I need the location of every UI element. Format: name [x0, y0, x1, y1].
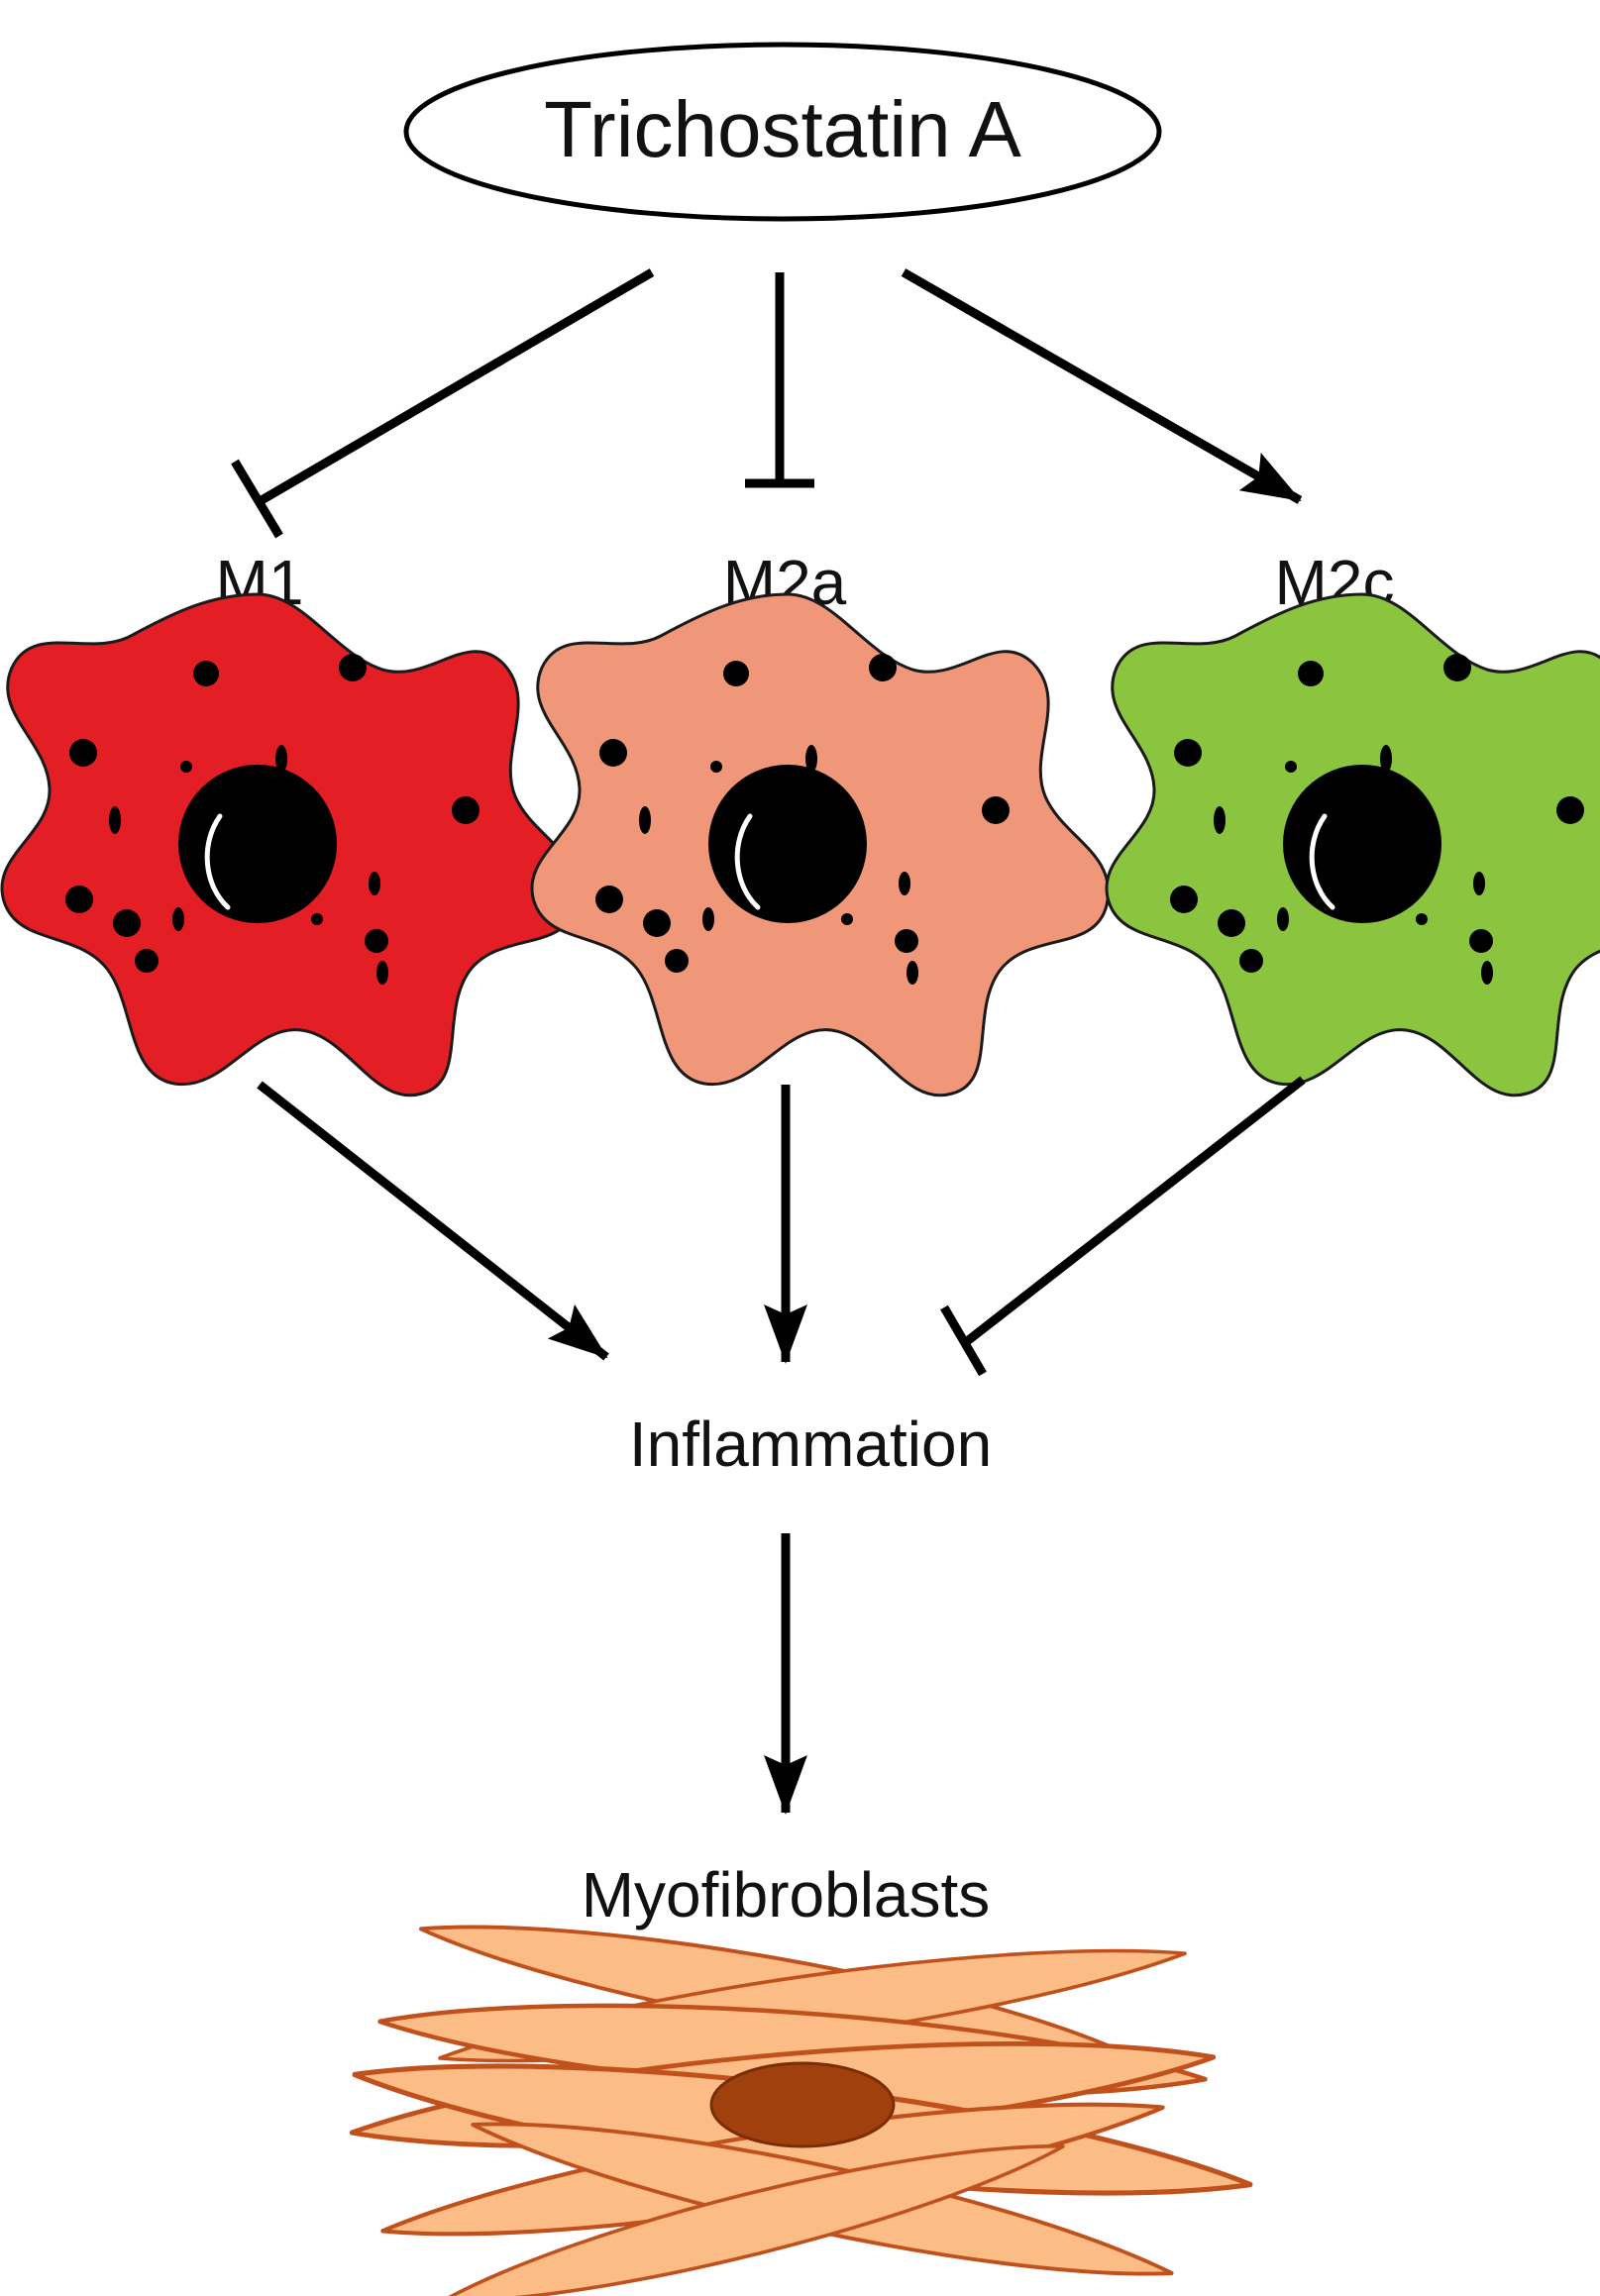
myofibroblast-nucleus: [709, 2061, 896, 2148]
m2c-macrophage-cell: [1107, 594, 1600, 1096]
edge-tsa-m2a: [745, 272, 814, 488]
m1-macrophage-cell: [2, 594, 579, 1096]
m2a-macrophage-cell: [532, 594, 1109, 1096]
trichostatin-a-node: Trichostatin A: [403, 42, 1162, 222]
edge-m1-inflammation: [257, 1081, 609, 1361]
edge-m2c-inflammation: [940, 1076, 1306, 1377]
myofibroblast-cluster: [348, 1894, 1256, 2296]
trichostatin-a-label: Trichostatin A: [544, 85, 1021, 173]
inflammation-label: Inflammation: [629, 1409, 992, 1480]
myofibroblasts-label: Myofibroblasts: [582, 1859, 991, 1931]
trichostatin-a-ellipse: [403, 42, 1162, 222]
edge-tsa-m1: [231, 268, 655, 539]
edge-tsa-m2c: [901, 268, 1303, 504]
